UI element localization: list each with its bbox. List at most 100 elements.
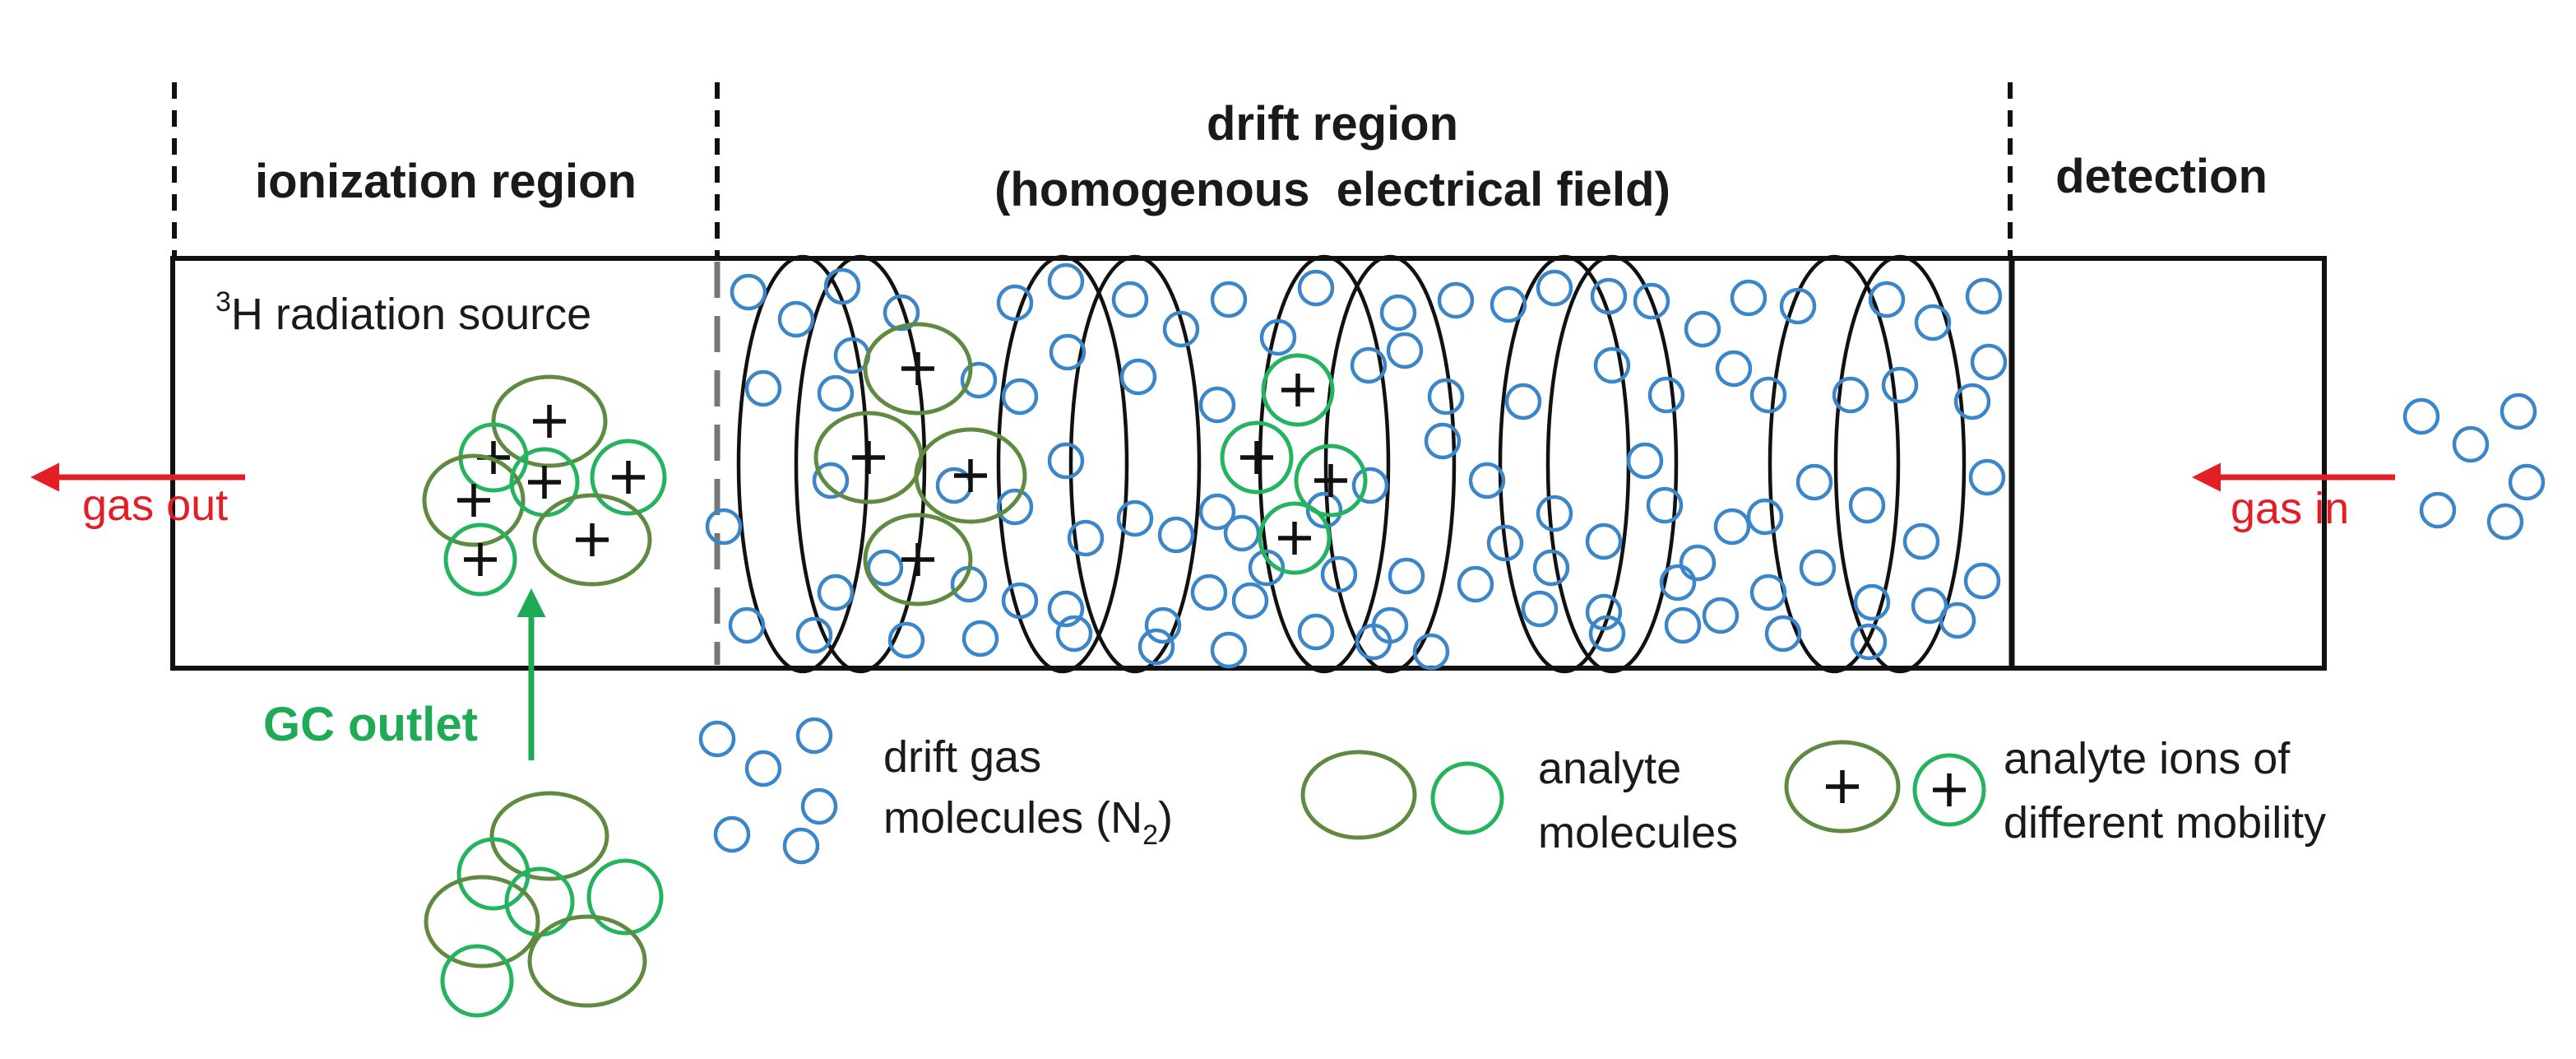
- drift-gas-molecule: [1853, 583, 1891, 621]
- drift-gas-molecule: [817, 374, 855, 412]
- analyte-ion-large: [863, 513, 973, 606]
- drift-ring-8: [1545, 254, 1679, 674]
- drift-gas-molecule: [1536, 495, 1573, 532]
- drift-gas-molecule: [1647, 376, 1685, 414]
- drift-ring-4: [1068, 254, 1202, 674]
- incoming-drift-gas-molecule: [2486, 503, 2524, 541]
- drift-gas-molecule: [1881, 366, 1919, 404]
- drift-gas-molecule: [1521, 590, 1559, 628]
- drift-gas-molecule: [1868, 281, 1906, 318]
- drift-gas-molecule: [1055, 615, 1093, 653]
- drift-gas-molecule: [1137, 628, 1175, 666]
- drift-gas-molecule: [1504, 383, 1542, 420]
- drift-gas-molecule: [1210, 631, 1248, 669]
- drift-gas-molecule: [1963, 562, 2001, 600]
- legend-analyte-ion-large: [1784, 740, 1901, 834]
- drift-gas-molecule: [1795, 463, 1833, 501]
- legend-drift-gas-molecule: [713, 815, 751, 853]
- drift-gas-molecule: [1664, 606, 1702, 644]
- drift-gas-molecule: [1190, 574, 1228, 611]
- drift-gas-molecule: [1350, 346, 1388, 384]
- incoming-drift-gas-molecule: [2500, 392, 2537, 430]
- analyte-ion-small: [1294, 444, 1368, 518]
- legend-drift-gas-suffix: ): [1158, 793, 1173, 843]
- drift-gas-molecule: [1231, 582, 1269, 620]
- drift-gas-molecule: [1049, 333, 1086, 371]
- drift-gas-molecule: [866, 549, 904, 587]
- drift-gas-molecule: [1297, 269, 1335, 307]
- drift-gas-molecule: [1457, 565, 1494, 603]
- drift-gas-molecule: [1799, 549, 1837, 587]
- legend-analyte-line1: analyte: [1538, 744, 1681, 793]
- drift-gas-molecule: [1593, 346, 1631, 384]
- legend-analyte-molecule-small: [1430, 761, 1504, 835]
- legend-ions-line1: analyte ions of: [2004, 734, 2291, 783]
- drift-gas-molecule: [730, 273, 767, 311]
- drift-gas-molecule: [1848, 486, 1886, 524]
- incoming-drift-gas-molecule: [2508, 463, 2546, 501]
- drift-ring-6: [1323, 254, 1457, 674]
- analyte-ion-large: [491, 374, 608, 468]
- drift-gas-molecule: [1764, 615, 1802, 653]
- drift-ring-9: [1768, 254, 1901, 674]
- drift-gas-molecule: [1111, 281, 1149, 318]
- drift-gas-molecule: [1001, 378, 1039, 416]
- analyte-ion-small: [590, 439, 667, 516]
- drift-gas-molecule: [1047, 590, 1085, 628]
- analyte-molecule-small: [456, 837, 530, 911]
- analyte-molecule-large: [424, 875, 540, 968]
- drift-gas-molecule: [1585, 523, 1623, 560]
- legend-drift-gas-molecule: [744, 750, 782, 787]
- drift-gas-molecule: [817, 574, 855, 611]
- drift-gas-molecule: [1679, 544, 1717, 582]
- drift-region-title: drift region: [1207, 97, 1458, 151]
- drift-gas-molecule: [1588, 615, 1626, 653]
- gc-outlet-label: GC outlet: [263, 698, 478, 751]
- legend-analyte-line2: molecules: [1538, 808, 1738, 857]
- drift-gas-molecule: [1305, 491, 1343, 529]
- legend-drift-gas-prefix: molecules (N: [883, 793, 1142, 843]
- analyte-ion-small: [509, 447, 580, 518]
- legend-n2-subscript: 2: [1142, 820, 1158, 851]
- analyte-ions: [422, 322, 1986, 1018]
- drift-gas-molecule: [1486, 524, 1524, 562]
- drift-gas-molecule: [1144, 606, 1182, 644]
- drift-gas-molecule: [812, 462, 850, 499]
- drift-gas-molecule: [744, 369, 782, 407]
- drift-gas-molecule: [1968, 458, 2006, 496]
- drift-gas-molecule: [1953, 383, 1991, 420]
- drift-gas-molecule: [1412, 633, 1450, 671]
- analyte-molecule-large: [527, 914, 647, 1008]
- drift-gas-molecule: [1248, 549, 1286, 587]
- legend-ions-line2: different mobility: [2004, 798, 2326, 848]
- drift-tube: [170, 256, 2327, 671]
- drift-gas-molecule: [1047, 442, 1085, 480]
- drift-gas-molecule: [1437, 281, 1475, 319]
- drift-ring-5: [1258, 254, 1391, 674]
- analyte-ion-large: [532, 493, 652, 587]
- legend-drift-gas-molecule: [782, 827, 820, 865]
- drift-gas-molecule: [883, 294, 920, 332]
- legend-drift-gas-line2: molecules (N2): [883, 793, 1173, 851]
- legend-drift-gas-molecule: [698, 720, 736, 758]
- drift-gas-molecule: [1427, 378, 1465, 416]
- analyte-ion-small: [443, 523, 517, 597]
- incoming-drift-gas-molecule: [2452, 425, 2490, 463]
- drift-gas-molecule: [1388, 557, 1425, 595]
- drift-rings: [736, 254, 1967, 674]
- drift-gas-molecule: [1386, 332, 1424, 369]
- drift-gas-molecule: [1116, 499, 1154, 537]
- drift-gas-molecule: [728, 606, 766, 644]
- drift-gas-molecule: [960, 361, 998, 399]
- drift-gas-molecule: [1659, 564, 1697, 601]
- legend-drift-gas-molecule: [800, 787, 838, 825]
- drift-gas-molecule: [1626, 442, 1664, 480]
- drift-gas-molecule: [996, 284, 1034, 322]
- drift-gas-molecule: [996, 488, 1034, 526]
- drift-gas-molecule: [1832, 376, 1869, 414]
- drift-gas-molecule: [1210, 281, 1248, 318]
- drift-gas-molecule: [1715, 350, 1753, 388]
- incoming-drift-gas-molecule: [2402, 397, 2440, 435]
